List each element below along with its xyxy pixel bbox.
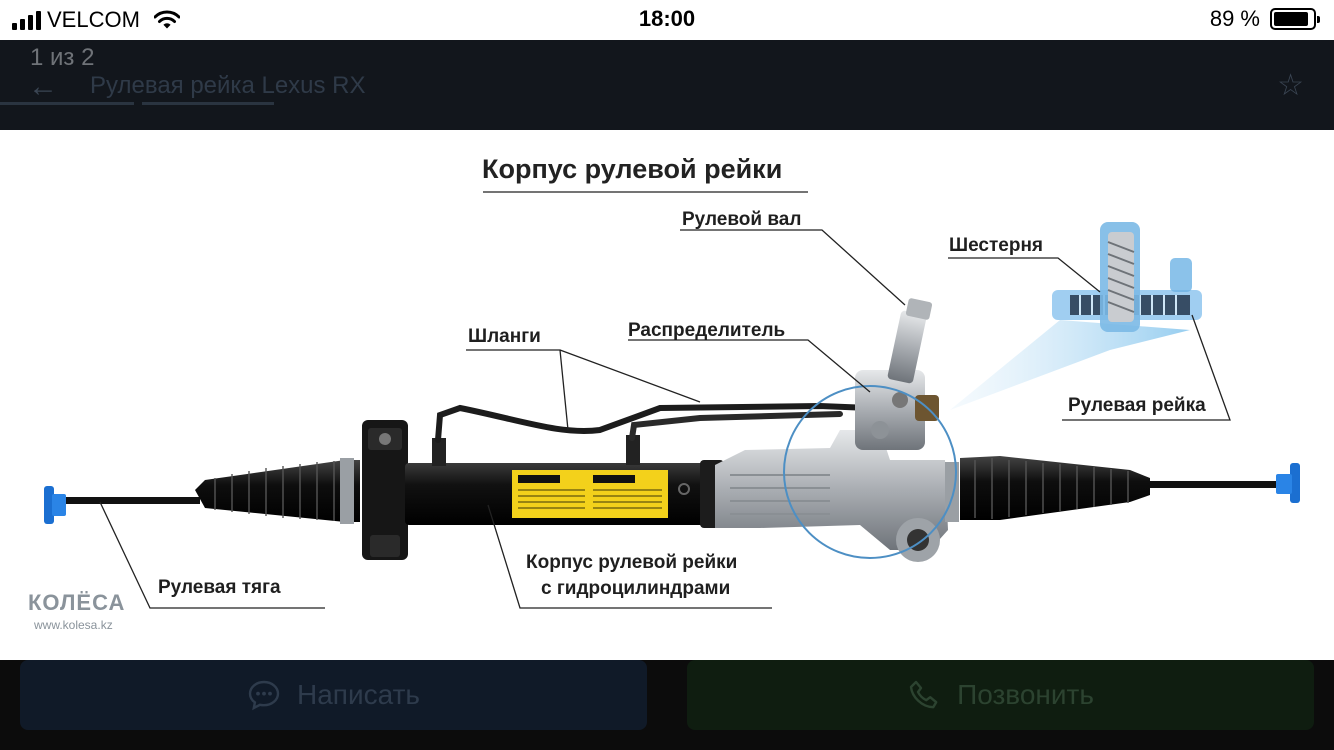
right-boot — [945, 456, 1150, 522]
leader-distributor — [628, 339, 871, 393]
leader-pinion — [948, 257, 1101, 293]
steering-rack-illustration — [44, 191, 1300, 609]
tab-underline — [142, 102, 274, 105]
wifi-icon — [153, 10, 180, 29]
warning-sticker — [512, 470, 668, 518]
label-tie-rod: Рулевая тяга — [158, 577, 281, 598]
image-counter: 1 из 2 — [30, 44, 95, 71]
battery-icon — [1270, 8, 1320, 30]
star-icon[interactable]: ☆ — [1277, 69, 1304, 102]
signal-icon — [12, 10, 41, 30]
clock: 18:00 — [638, 6, 696, 31]
label-hoses: Шланги — [468, 326, 541, 347]
leader-lines — [99, 191, 1231, 609]
leader-rack — [1062, 314, 1231, 421]
diagram-title: Корпус рулевой рейки — [482, 154, 783, 184]
valve-body — [715, 370, 948, 562]
tab-underline — [0, 102, 134, 105]
back-arrow-icon[interactable]: ← — [28, 70, 58, 103]
leader-hoses — [466, 349, 701, 431]
leader-housing — [487, 504, 772, 609]
mounting-bracket — [362, 420, 408, 560]
background-header — [0, 40, 1334, 130]
left-boot — [195, 458, 360, 524]
label-housing-line2: с гидроцилиндрами — [541, 578, 731, 599]
carrier-name: VELCOM — [47, 7, 140, 32]
label-rack: Рулевая рейка — [1068, 395, 1206, 416]
pinion-inset — [1052, 222, 1202, 332]
status-bar: VELCOM 18:00 89 % — [0, 0, 1334, 40]
label-pinion: Шестерня — [949, 235, 1044, 256]
chat-icon — [248, 680, 280, 711]
zoom-beam — [950, 320, 1190, 410]
leader-steering-shaft — [680, 229, 906, 306]
phone-icon — [909, 680, 938, 709]
kolesa-logo: КОЛЁСА — [28, 590, 126, 615]
left-tie-rod — [60, 497, 200, 504]
write-button-label: Написать — [297, 679, 420, 710]
label-steering-shaft: Рулевой вал — [682, 209, 802, 230]
left-end-cap — [44, 486, 66, 524]
detail-highlight-circle — [783, 385, 957, 559]
call-button-label: Позвонить — [957, 679, 1094, 710]
right-tie-rod — [1150, 481, 1280, 488]
right-end-cap — [1276, 463, 1300, 503]
battery-percent: 89 % — [1209, 6, 1260, 31]
background-page-title: Рулевая рейка Lexus RX — [90, 72, 366, 99]
image-viewer[interactable]: Корпус рулевой рейки Рулевой вал Шестерн… — [0, 130, 1334, 660]
hose-1 — [435, 402, 873, 443]
steering-shaft — [887, 298, 933, 384]
label-housing-line1: Корпус рулевой рейки — [526, 552, 738, 573]
label-distributor: Распределитель — [628, 320, 786, 341]
call-button[interactable]: Позвонить — [687, 660, 1314, 730]
write-button[interactable]: Написать — [20, 660, 647, 730]
leader-tie-rod — [99, 501, 325, 609]
kolesa-url: www.kolesa.kz — [34, 618, 113, 632]
hose-2 — [629, 411, 843, 441]
